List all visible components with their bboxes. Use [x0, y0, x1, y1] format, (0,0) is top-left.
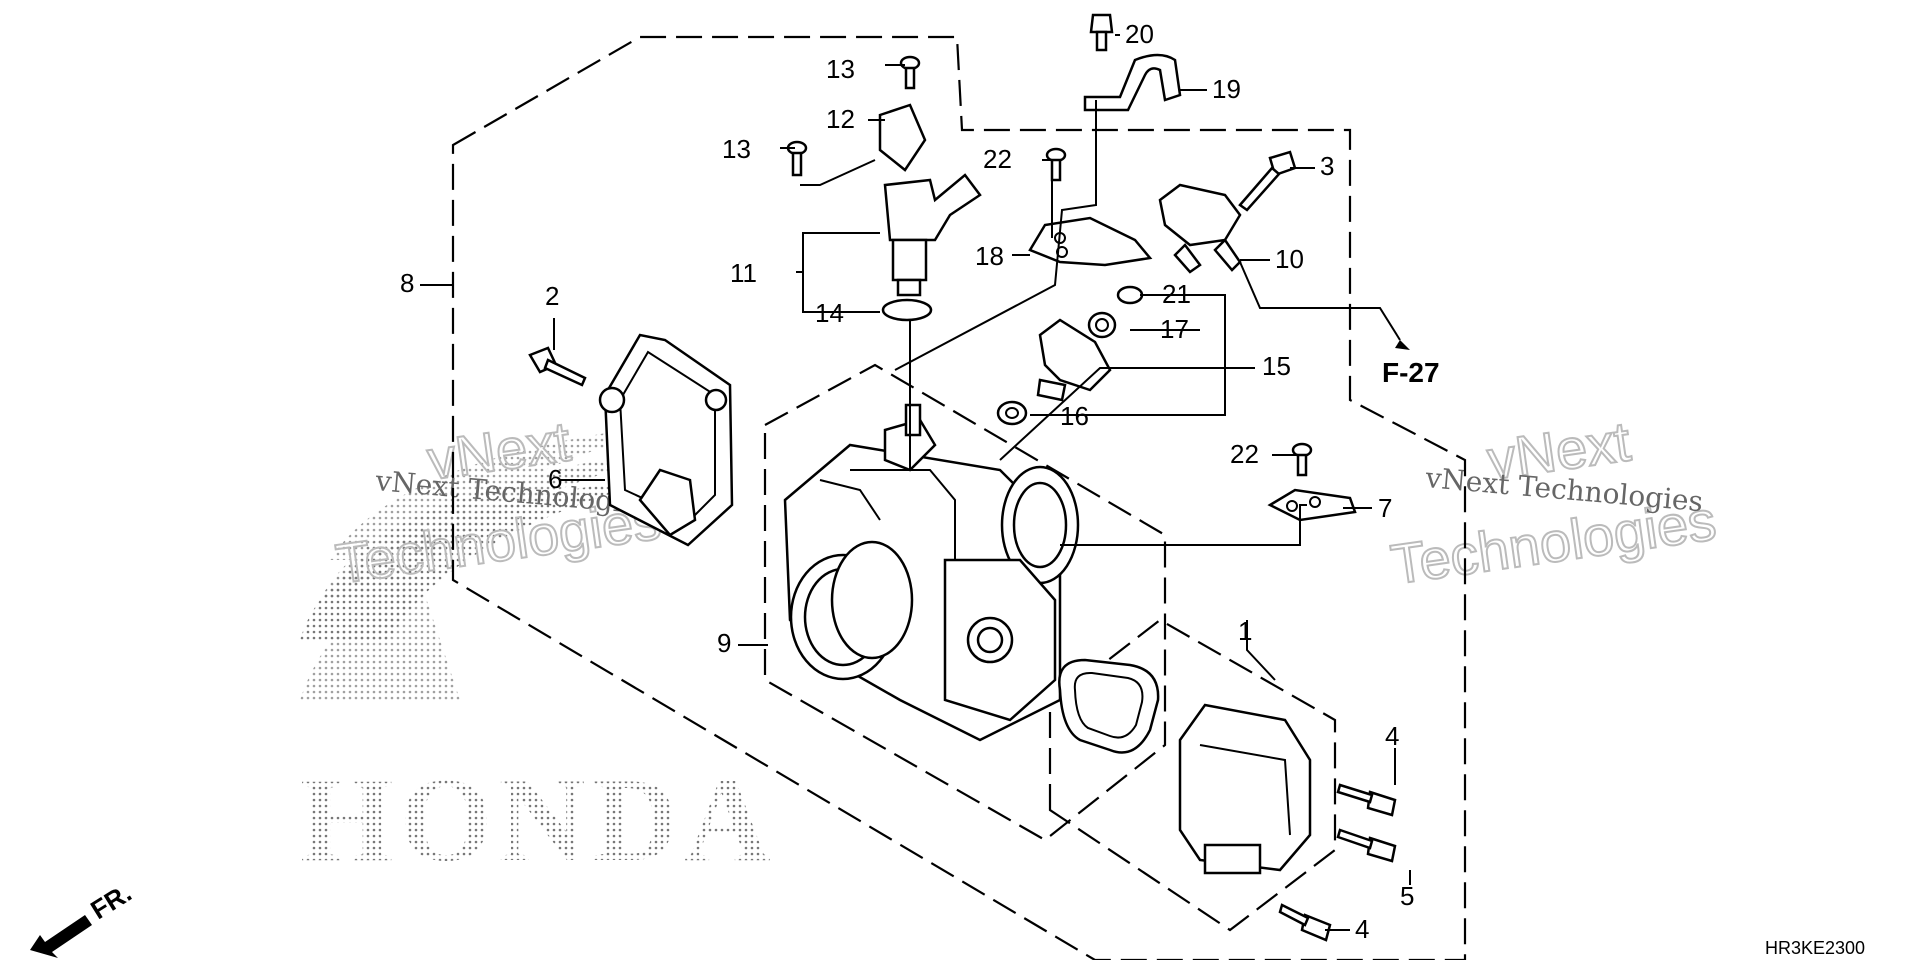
callout-1: 1 — [1238, 616, 1252, 646]
cover-part — [598, 333, 734, 547]
leader-lines — [420, 34, 1411, 931]
sensor-11-part — [883, 173, 982, 297]
callout-9: 9 — [717, 628, 731, 658]
callout-16: 16 — [1060, 401, 1089, 431]
callout-12: 12 — [826, 104, 855, 134]
callout-13-lower: 13 — [722, 134, 751, 164]
clamp-19 — [1083, 53, 1182, 112]
callout-11: 11 — [730, 258, 757, 288]
bolt-22-upper — [1045, 147, 1067, 182]
throttle-body-group-outline — [763, 363, 1167, 842]
callout-17: 17 — [1160, 314, 1189, 344]
o-ring-16 — [996, 400, 1028, 426]
front-direction-label: FR. — [85, 877, 136, 925]
diagram-code: HR3KE2300 — [1765, 938, 1865, 958]
sensor-group-outline — [1048, 618, 1337, 932]
bolt-2 — [528, 346, 587, 387]
o-ring-14 — [881, 298, 933, 322]
screw-13-lower — [786, 140, 808, 177]
callout-21: 21 — [1162, 279, 1191, 309]
callout-10: 10 — [1275, 244, 1304, 274]
bolt-20 — [1089, 13, 1114, 52]
plate-12 — [878, 103, 927, 172]
honda-wordmark: HONDA — [300, 753, 777, 886]
bolt-4-lower — [1278, 903, 1332, 942]
reference-label: F-27 — [1382, 357, 1440, 388]
callout-6: 6 — [548, 464, 562, 494]
throttle-body-part — [783, 403, 1080, 742]
callout-7: 7 — [1378, 493, 1392, 523]
o-ring-21 — [1116, 285, 1144, 305]
callout-14: 14 — [815, 298, 844, 328]
callout-8: 8 — [400, 268, 414, 298]
seal-17 — [1087, 311, 1117, 339]
sensor-unit-part — [1178, 703, 1312, 875]
callout-2: 2 — [545, 281, 559, 311]
bracket-18 — [1028, 216, 1153, 267]
gasket-part — [1058, 658, 1160, 754]
callout-20: 20 — [1125, 19, 1154, 49]
callout-22-lower: 22 — [1230, 439, 1259, 469]
screw-13-upper — [899, 55, 921, 90]
callout-22-upper: 22 — [983, 144, 1012, 174]
front-direction-arrow-icon — [30, 915, 92, 958]
reference-arrow — [1395, 340, 1410, 350]
callout-19: 19 — [1212, 74, 1241, 104]
callout-18: 18 — [975, 241, 1004, 271]
bolt-4-upper — [1336, 783, 1397, 817]
sensor-10-part — [1158, 183, 1242, 274]
callout-3: 3 — [1320, 151, 1334, 181]
bolt-22-lower — [1291, 442, 1313, 477]
callout-4-lower: 4 — [1355, 914, 1369, 944]
honda-wing-logo — [300, 420, 720, 700]
callout-15: 15 — [1262, 351, 1291, 381]
callout-5: 5 — [1400, 881, 1414, 911]
bolt-3 — [1238, 150, 1297, 212]
callout-13-upper: 13 — [826, 54, 855, 84]
bolt-5 — [1336, 828, 1397, 863]
injector-15 — [1036, 318, 1112, 402]
assembly-outline — [451, 35, 1467, 960]
callout-4-upper: 4 — [1385, 721, 1399, 751]
plate-7 — [1267, 488, 1357, 522]
